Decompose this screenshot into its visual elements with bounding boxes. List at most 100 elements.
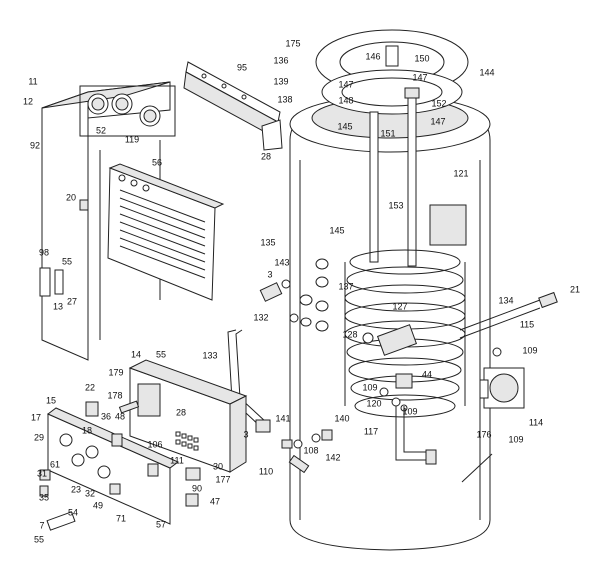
part-label: 32 bbox=[84, 488, 96, 499]
part-label: 134 bbox=[498, 295, 514, 306]
part-label: 23 bbox=[70, 484, 82, 495]
small-fittings bbox=[281, 429, 333, 474]
part-label: 54 bbox=[67, 507, 79, 518]
anode-rods bbox=[369, 87, 420, 267]
part-label: 13 bbox=[52, 301, 64, 312]
part-label: 49 bbox=[92, 500, 104, 511]
part-label: 127 bbox=[392, 301, 408, 312]
part-label: 7 bbox=[39, 520, 45, 531]
part-label: 29 bbox=[33, 432, 45, 443]
part-label: 47 bbox=[209, 496, 221, 507]
part-label: 55 bbox=[155, 349, 167, 360]
part-label: 140 bbox=[334, 413, 350, 424]
part-label: 109 bbox=[402, 406, 418, 417]
outlet-pipe bbox=[459, 291, 558, 339]
part-label: 110 bbox=[258, 466, 274, 477]
part-label: 90 bbox=[191, 483, 203, 494]
connection-pipe bbox=[227, 329, 271, 433]
part-label: 139 bbox=[273, 76, 289, 87]
part-label: 153 bbox=[388, 200, 404, 211]
part-label: 135 bbox=[260, 237, 276, 248]
part-label: 28 bbox=[260, 151, 272, 162]
tool-rod bbox=[461, 453, 493, 483]
top-flange bbox=[315, 29, 469, 115]
part-label: 121 bbox=[453, 168, 469, 179]
part-label: 176 bbox=[476, 429, 492, 440]
part-label: 31 bbox=[36, 468, 48, 479]
front-panel bbox=[47, 401, 179, 525]
part-label: 143 bbox=[274, 257, 290, 268]
part-label: 109 bbox=[508, 434, 524, 445]
mounting-bracket bbox=[183, 61, 283, 151]
part-label: 108 bbox=[303, 445, 319, 456]
small-pipe-fitting bbox=[118, 400, 140, 414]
part-label: 147 bbox=[338, 79, 354, 90]
part-label: 106 bbox=[147, 439, 163, 450]
part-label: 145 bbox=[337, 121, 353, 132]
part-label: 147 bbox=[430, 116, 446, 127]
part-label: 137 bbox=[338, 281, 354, 292]
part-label: 117 bbox=[363, 426, 379, 437]
part-label: 151 bbox=[380, 128, 396, 139]
part-label: 150 bbox=[414, 53, 430, 64]
part-label: 147 bbox=[412, 72, 428, 83]
drain-pipe bbox=[395, 406, 437, 465]
part-label: 132 bbox=[253, 312, 269, 323]
part-label: 36 bbox=[100, 411, 112, 422]
part-label: 27 bbox=[66, 296, 78, 307]
part-label: 12 bbox=[22, 96, 34, 107]
part-label: 44 bbox=[421, 369, 433, 380]
grille-panel bbox=[107, 163, 225, 301]
part-label: 57 bbox=[155, 519, 167, 530]
part-label: 3 bbox=[267, 269, 273, 280]
part-label: 98 bbox=[38, 247, 50, 258]
part-label: 17 bbox=[30, 412, 42, 423]
clip-bracket bbox=[39, 199, 89, 297]
part-label: 15 bbox=[45, 395, 57, 406]
small-parts bbox=[39, 467, 201, 531]
part-label: 152 bbox=[431, 98, 447, 109]
part-label: 18 bbox=[81, 425, 93, 436]
part-label: 177 bbox=[215, 474, 231, 485]
part-label: 142 bbox=[325, 452, 341, 463]
part-label: 22 bbox=[84, 382, 96, 393]
knob-set bbox=[79, 85, 176, 137]
part-label: 145 bbox=[329, 225, 345, 236]
part-label: 144 bbox=[479, 67, 495, 78]
part-label: 95 bbox=[236, 62, 248, 73]
part-label: 141 bbox=[275, 413, 291, 424]
part-label: 128 bbox=[342, 329, 358, 340]
circulation-pump bbox=[479, 347, 525, 409]
part-label: 111 bbox=[170, 455, 184, 466]
part-label: 138 bbox=[277, 94, 293, 105]
part-label: 109 bbox=[522, 345, 538, 356]
part-label: 35 bbox=[38, 492, 50, 503]
part-label: 11 bbox=[28, 76, 38, 87]
part-label: 55 bbox=[33, 534, 45, 545]
part-label: 56 bbox=[151, 157, 163, 168]
valve-assembly bbox=[362, 324, 418, 412]
part-label: 14 bbox=[130, 349, 142, 360]
part-label: 119 bbox=[124, 134, 140, 145]
control-box bbox=[128, 359, 248, 473]
part-label: 55 bbox=[61, 256, 73, 267]
part-label: 21 bbox=[569, 284, 581, 295]
part-label: 114 bbox=[528, 417, 544, 428]
part-label: 178 bbox=[107, 390, 123, 401]
part-label: 28 bbox=[175, 407, 187, 418]
part-label: 133 bbox=[202, 350, 218, 361]
part-label: 48 bbox=[114, 411, 126, 422]
part-label: 179 bbox=[108, 367, 124, 378]
part-label: 61 bbox=[49, 459, 61, 470]
part-label: 120 bbox=[366, 398, 382, 409]
part-label: 20 bbox=[65, 192, 77, 203]
part-label: 52 bbox=[95, 125, 107, 136]
part-label: 148 bbox=[338, 95, 354, 106]
tank-ports bbox=[259, 258, 329, 332]
part-label: 30 bbox=[212, 461, 224, 472]
part-label: 71 bbox=[115, 513, 127, 524]
part-label: 115 bbox=[519, 319, 535, 330]
part-label: 175 bbox=[285, 38, 301, 49]
